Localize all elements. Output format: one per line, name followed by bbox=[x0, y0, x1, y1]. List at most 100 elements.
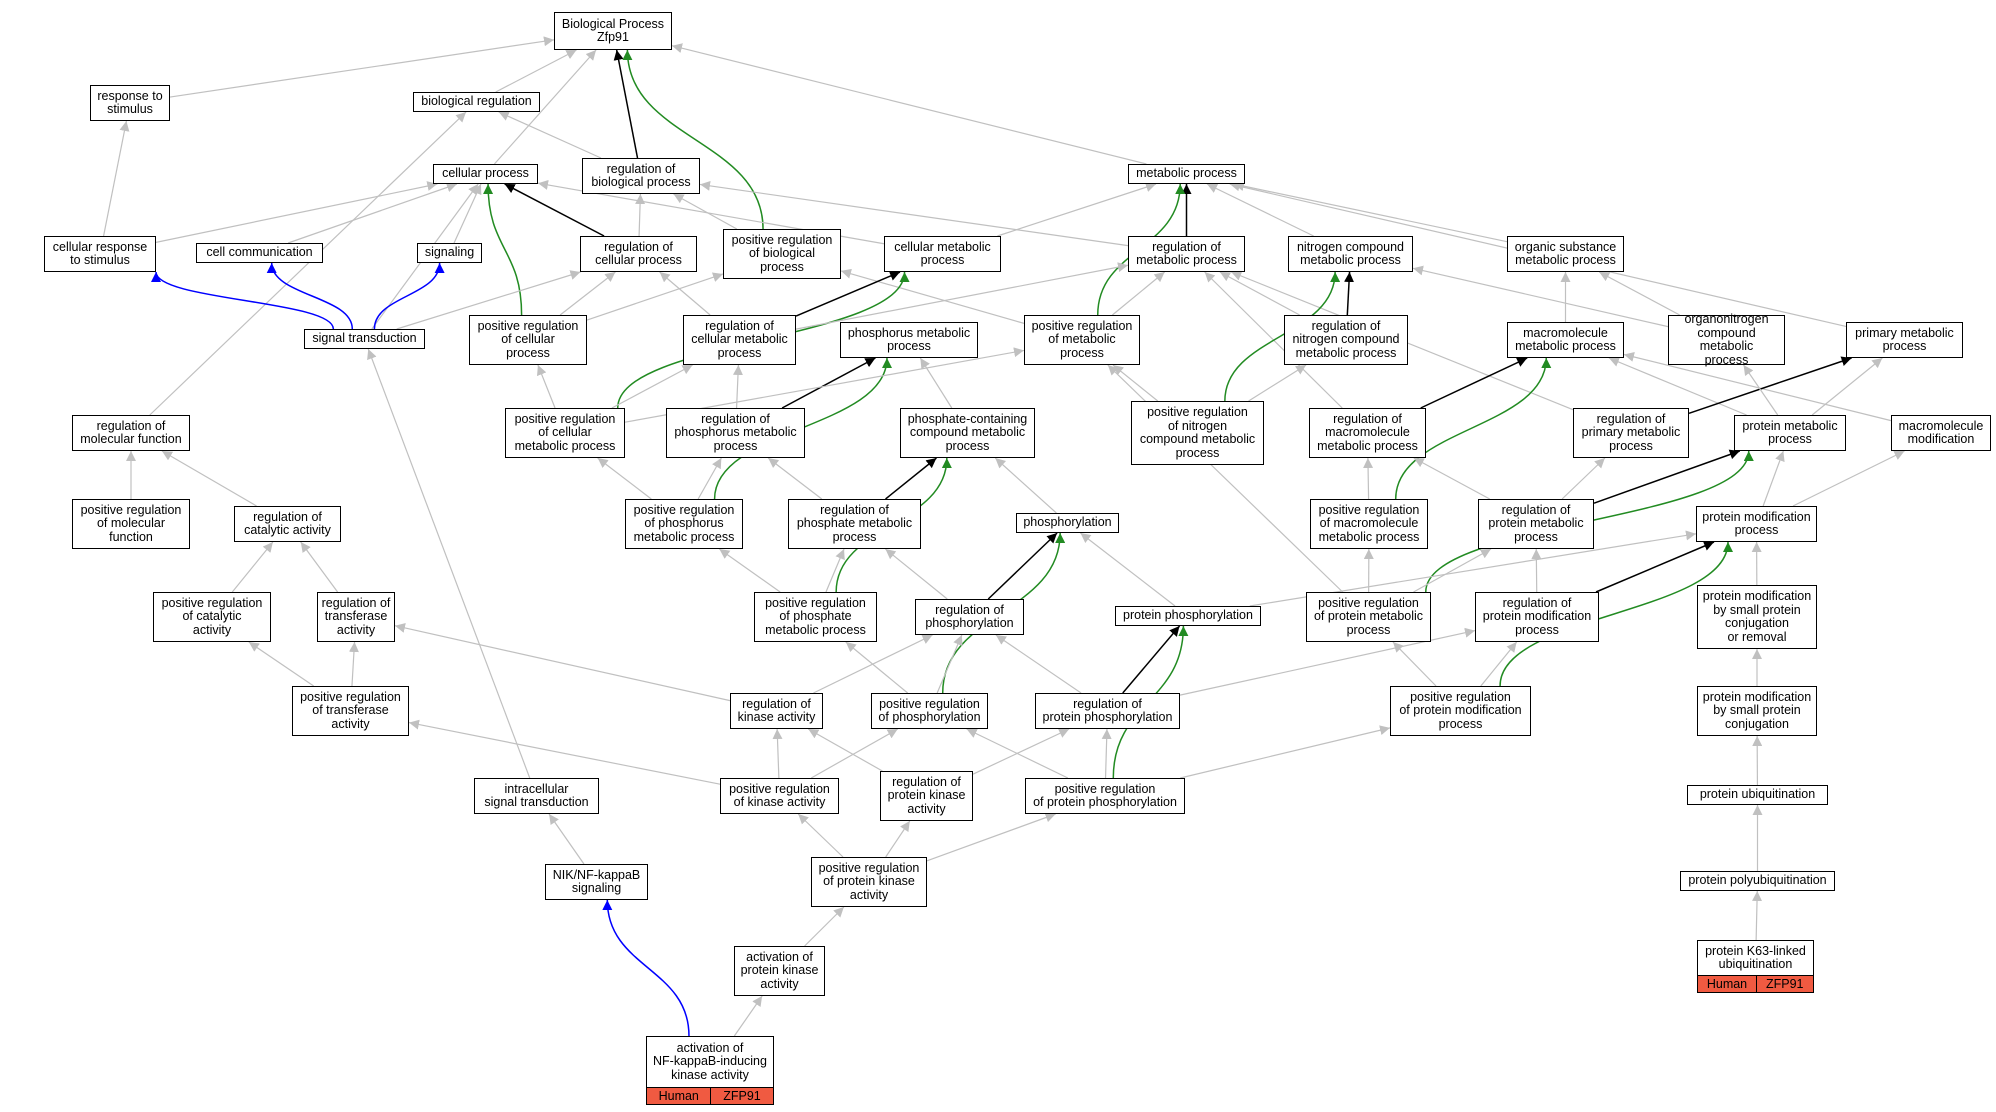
go-term-reg-bio[interactable]: regulation of biological process bbox=[582, 158, 700, 194]
edge-pos-pk-to-reg-pk bbox=[885, 820, 911, 858]
go-term-pos-cell[interactable]: positive regulation of cellular process bbox=[469, 315, 587, 365]
go-term-resp-stim[interactable]: response to stimulus bbox=[90, 85, 170, 121]
go-term-org-sub[interactable]: organic substance metabolic process bbox=[1507, 236, 1624, 272]
go-term-cell-proc[interactable]: cellular process bbox=[433, 164, 538, 184]
go-term-reg-phosphor[interactable]: regulation of phosphorylation bbox=[915, 599, 1024, 635]
go-term-bio-reg[interactable]: biological regulation bbox=[413, 92, 540, 112]
edge-pos-cell-to-reg-cell bbox=[559, 271, 616, 316]
edge-pos-prot-phos-to-pos-prot-mod bbox=[1180, 725, 1391, 779]
edge-pos-phosphor-to-pos-phosphate bbox=[845, 641, 909, 694]
edge-pos-cell-to-cell-proc bbox=[483, 183, 523, 316]
go-term-macro[interactable]: macromolecule metabolic process bbox=[1507, 322, 1624, 358]
edge-pos-pk-to-pos-kin bbox=[797, 813, 844, 858]
go-term-reg-cell-metab[interactable]: regulation of cellular metabolic process bbox=[683, 315, 796, 365]
edge-cell-metab-to-metab bbox=[997, 182, 1157, 237]
go-term-pos-pk[interactable]: positive regulation of protein kinase ac… bbox=[811, 857, 927, 907]
edge-reg-prot-mod-to-prot-mod bbox=[1595, 541, 1715, 593]
go-term-metab[interactable]: metabolic process bbox=[1128, 164, 1245, 184]
edge-pos-phosphate-to-reg-phosphate bbox=[825, 548, 845, 593]
go-term-reg-pk[interactable]: regulation of protein kinase activity bbox=[880, 771, 973, 821]
go-term-phos-metab[interactable]: phosphorus metabolic process bbox=[840, 322, 978, 358]
edge-reg-prim-to-prim bbox=[1688, 356, 1852, 414]
annotation-gene-cell: ZFP91 bbox=[710, 1086, 774, 1105]
edge-reg-metab-to-reg-bio bbox=[699, 180, 1129, 247]
edge-reg-prot-metab-to-reg-macro bbox=[1413, 457, 1490, 500]
edge-reg-prot-metab-to-reg-prim bbox=[1561, 457, 1606, 500]
edge-pos-nitro-to-nitro bbox=[1224, 271, 1341, 402]
edge-prot-metab-to-orgnitro bbox=[1743, 364, 1779, 416]
edge-sig-trans-to-cell-resp bbox=[151, 271, 335, 330]
go-term-reg-prot-metab[interactable]: regulation of protein metabolic process bbox=[1478, 499, 1594, 549]
go-term-pos-kin[interactable]: positive regulation of kinase activity bbox=[720, 778, 839, 814]
go-term-signaling[interactable]: signaling bbox=[417, 243, 482, 263]
go-term-pos-prot-mod[interactable]: positive regulation of protein modificat… bbox=[1390, 686, 1531, 736]
go-term-reg-cat[interactable]: regulation of catalytic activity bbox=[234, 506, 341, 542]
go-term-act-nik[interactable]: activation of NF-kappaB-inducing kinase … bbox=[646, 1036, 774, 1088]
go-term-pos-cell-metab[interactable]: positive regulation of cellular metaboli… bbox=[505, 408, 625, 458]
go-term-pos-prot-phos[interactable]: positive regulation of protein phosphory… bbox=[1025, 778, 1185, 814]
go-term-act-pk[interactable]: activation of protein kinase activity bbox=[734, 946, 825, 996]
go-term-macro-mod[interactable]: macromolecule modification bbox=[1891, 415, 1991, 451]
go-term-k63[interactable]: protein K63-linked ubiquitination bbox=[1697, 940, 1814, 976]
go-term-reg-cell[interactable]: regulation of cellular process bbox=[580, 236, 697, 272]
edge-pos-metab-to-pos-bio bbox=[840, 268, 1025, 324]
go-term-pos-nitro[interactable]: positive regulation of nitrogen compound… bbox=[1131, 401, 1264, 465]
go-term-reg-phosphate[interactable]: regulation of phosphate metabolic proces… bbox=[788, 499, 921, 549]
go-term-pos-bio[interactable]: positive regulation of biological proces… bbox=[723, 229, 841, 279]
edge-sig-trans-to-cell-comm bbox=[266, 262, 354, 330]
edge-prot-metab-to-macro bbox=[1608, 357, 1747, 416]
edge-orgnitro-to-nitro bbox=[1412, 265, 1669, 328]
edge-pos-phos-metab-to-reg-phos-metab bbox=[697, 457, 722, 500]
go-term-reg-trans[interactable]: regulation of transferase activity bbox=[317, 592, 395, 642]
go-term-pos-prot-metab[interactable]: positive regulation of protein metabolic… bbox=[1306, 592, 1431, 642]
go-term-reg-mol[interactable]: regulation of molecular function bbox=[72, 415, 190, 451]
go-term-reg-kin[interactable]: regulation of kinase activity bbox=[730, 693, 823, 729]
go-term-reg-prot-phos[interactable]: regulation of protein phosphorylation bbox=[1035, 693, 1180, 729]
go-term-reg-macro[interactable]: regulation of macromolecule metabolic pr… bbox=[1309, 408, 1426, 458]
go-term-nitro[interactable]: nitrogen compound metabolic process bbox=[1288, 236, 1413, 272]
go-term-sig-trans[interactable]: signal transduction bbox=[304, 329, 425, 349]
go-term-pos-phosphor[interactable]: positive regulation of phosphorylation bbox=[871, 693, 988, 729]
go-term-cell-metab[interactable]: cellular metabolic process bbox=[884, 236, 1001, 272]
edge-sig-trans-to-signaling bbox=[373, 262, 445, 330]
go-term-reg-metab[interactable]: regulation of metabolic process bbox=[1128, 236, 1245, 272]
go-term-root[interactable]: Biological Process Zfp91 bbox=[554, 12, 672, 50]
go-term-pmsp-cr[interactable]: protein modification by small protein co… bbox=[1697, 585, 1817, 649]
go-term-cell-comm[interactable]: cell communication bbox=[196, 243, 323, 263]
go-term-prot-phos[interactable]: protein phosphorylation bbox=[1115, 606, 1261, 626]
go-term-prot-metab[interactable]: protein metabolic process bbox=[1734, 415, 1846, 451]
go-term-reg-prim[interactable]: regulation of primary metabolic process bbox=[1573, 408, 1689, 458]
go-term-pos-phosphate[interactable]: positive regulation of phosphate metabol… bbox=[754, 592, 877, 642]
go-term-prim[interactable]: primary metabolic process bbox=[1846, 322, 1963, 358]
go-term-pos-cat[interactable]: positive regulation of catalytic activit… bbox=[153, 592, 271, 642]
go-term-prot-mod[interactable]: protein modification process bbox=[1696, 506, 1817, 542]
go-term-nik[interactable]: NIK/NF-kappaB signaling bbox=[545, 864, 648, 900]
edge-reg-phosphor-to-reg-phosphate bbox=[885, 548, 948, 600]
go-term-pos-trans[interactable]: positive regulation of transferase activ… bbox=[292, 686, 409, 736]
edge-macro-mod-to-macro bbox=[1623, 352, 1892, 422]
go-term-phosphate-cont[interactable]: phosphate-containing compound metabolic … bbox=[900, 408, 1035, 458]
edge-metab-to-root bbox=[671, 43, 1147, 165]
go-term-pmsp-c[interactable]: protein modification by small protein co… bbox=[1697, 686, 1817, 736]
go-term-pos-phos-metab[interactable]: positive regulation of phosphorus metabo… bbox=[625, 499, 743, 549]
go-term-reg-nitro[interactable]: regulation of nitrogen compound metaboli… bbox=[1284, 315, 1408, 365]
go-term-phosph[interactable]: phosphorylation bbox=[1016, 513, 1119, 533]
edge-pos-pk-to-pos-prot-phos bbox=[926, 812, 1056, 862]
go-term-pos-metab[interactable]: positive regulation of metabolic process bbox=[1024, 315, 1140, 365]
go-term-ubiq[interactable]: protein ubiquitination bbox=[1687, 785, 1828, 805]
edge-reg-cell-metab-to-cell-metab bbox=[795, 271, 901, 317]
go-term-intra[interactable]: intracellular signal transduction bbox=[474, 778, 599, 814]
go-term-pos-macro[interactable]: positive regulation of macromolecule met… bbox=[1310, 499, 1428, 549]
edge-pos-nitro-to-pos-metab bbox=[1112, 364, 1159, 402]
edge-pos-prot-mod-to-reg-prot-mod bbox=[1480, 641, 1518, 687]
edge-pos-prot-mod-to-pos-prot-metab bbox=[1392, 641, 1437, 687]
go-term-polyubiq[interactable]: protein polyubiquitination bbox=[1680, 871, 1835, 891]
go-term-pos-mol[interactable]: positive regulation of molecular functio… bbox=[72, 499, 190, 549]
go-term-cell-resp[interactable]: cellular response to stimulus bbox=[44, 236, 156, 272]
annotation-species-cell: Human bbox=[1697, 974, 1757, 993]
go-term-orgnitro[interactable]: organonitrogen compound metabolic proces… bbox=[1668, 312, 1785, 366]
go-term-reg-prot-mod[interactable]: regulation of protein modification proce… bbox=[1475, 592, 1599, 642]
go-term-reg-phos-metab[interactable]: regulation of phosphorus metabolic proce… bbox=[666, 408, 805, 458]
edge-bio-reg-to-root bbox=[495, 49, 577, 93]
